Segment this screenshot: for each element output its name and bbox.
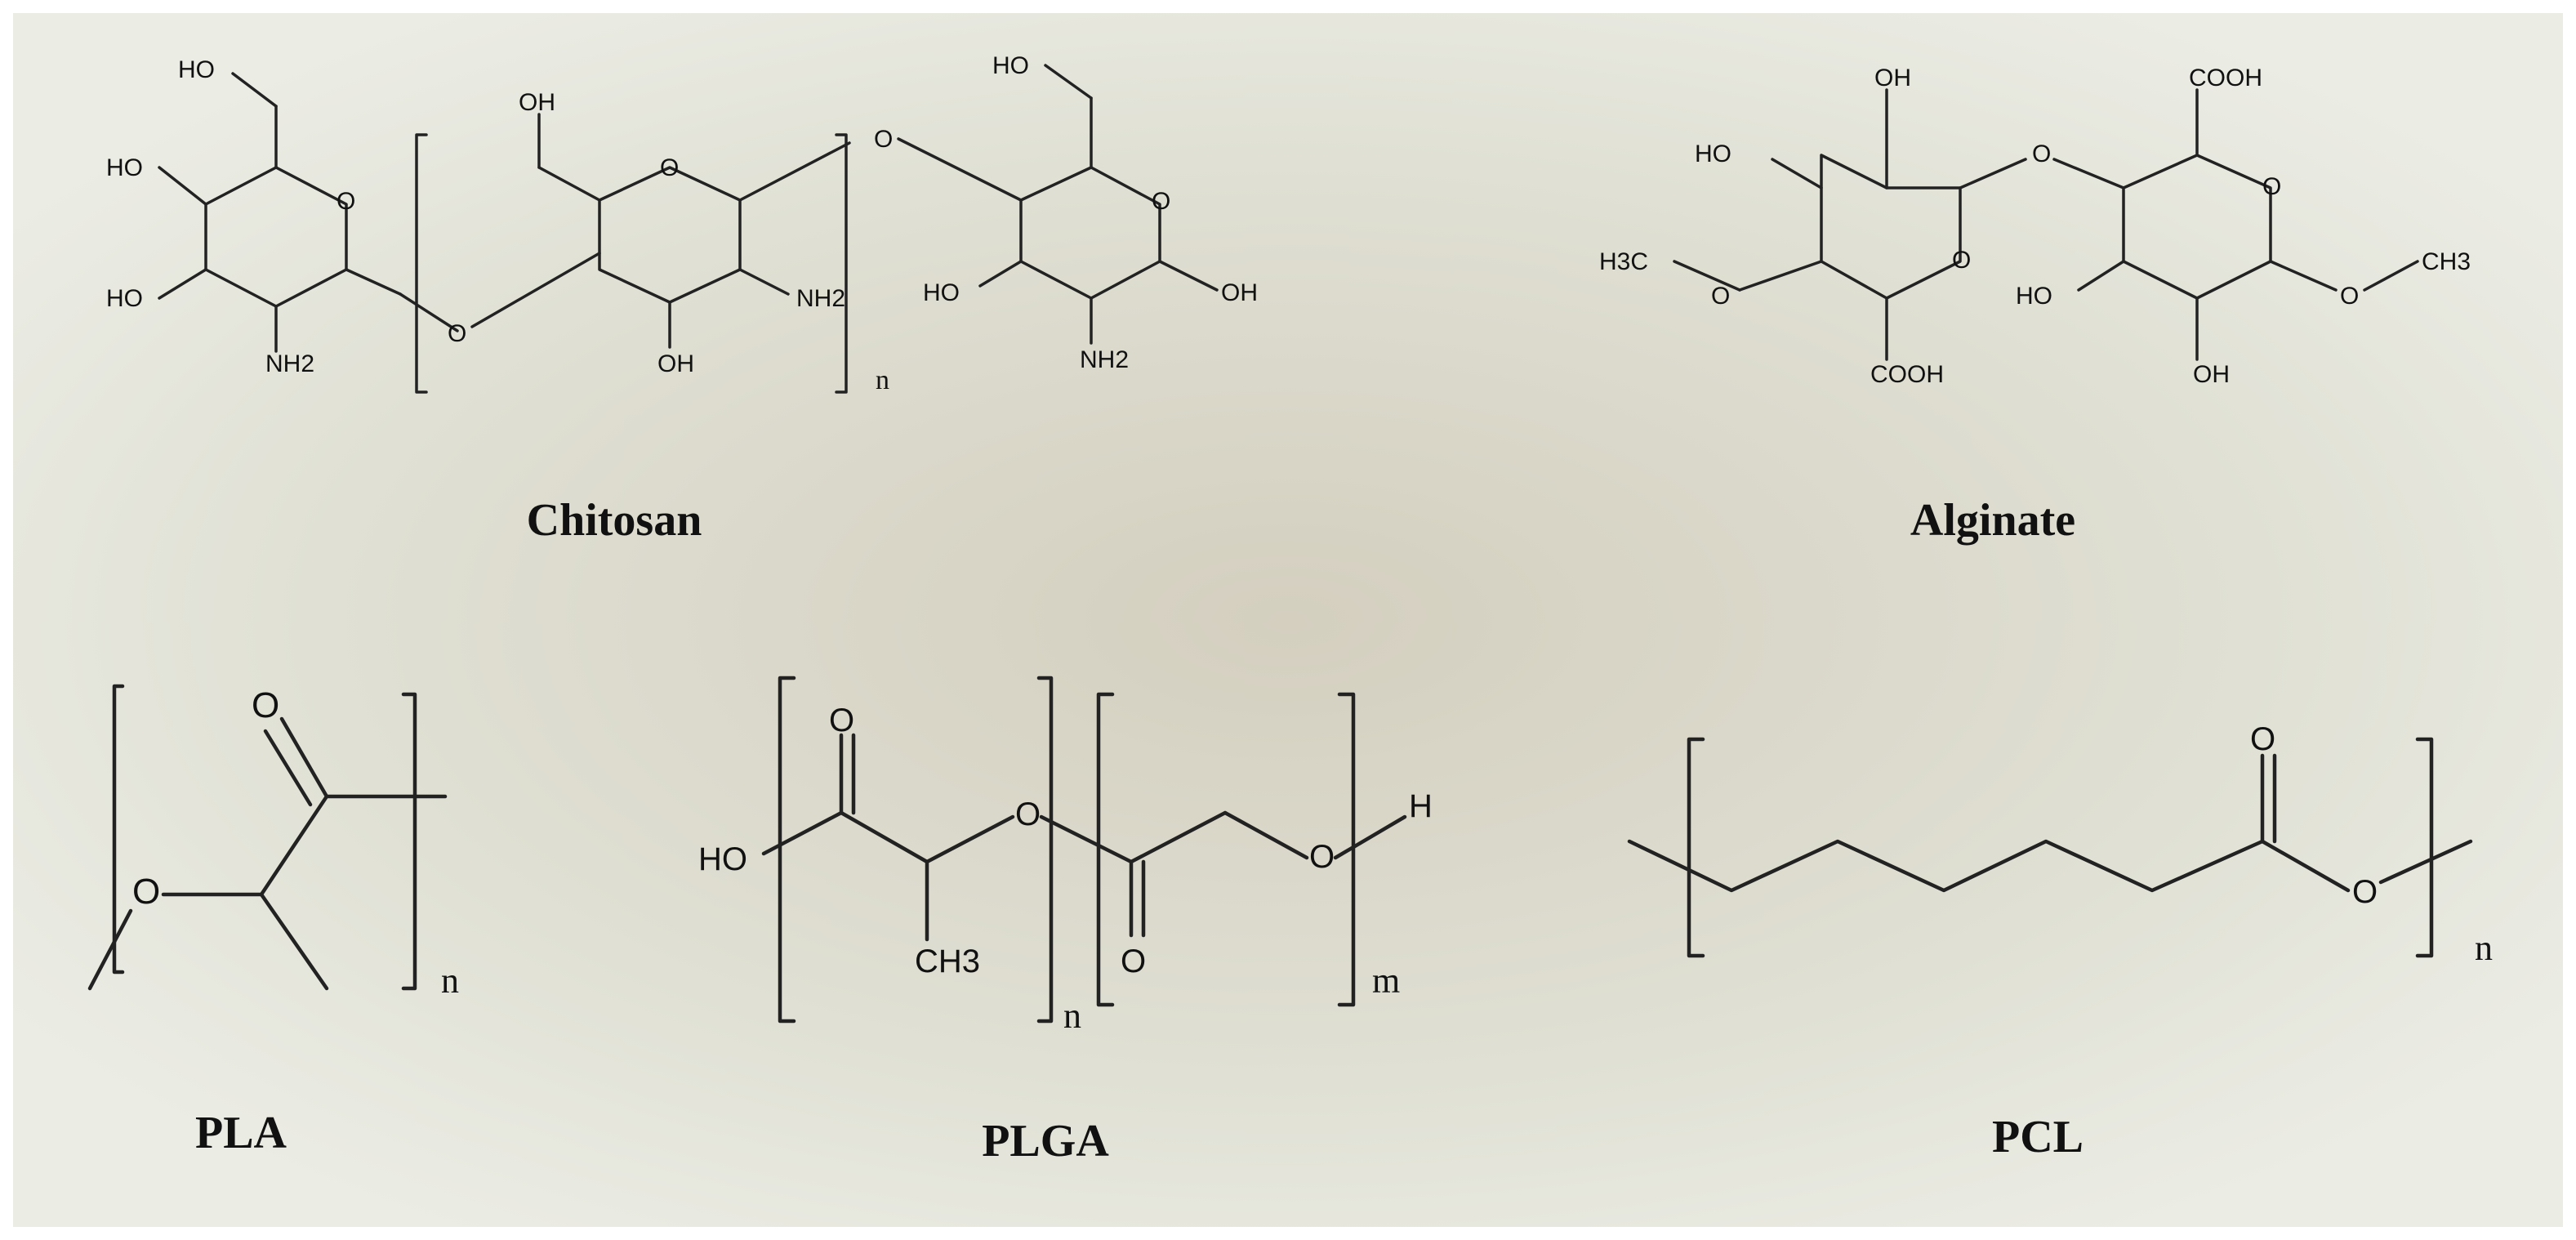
- plga-atom-O-carbonyl-1: O: [829, 703, 854, 738]
- plga-caption: PLGA: [982, 1116, 1109, 1166]
- alginate-atom-O-methoxy-right: O: [2340, 283, 2359, 310]
- chitosan-atom-HO-low: HO: [106, 285, 143, 312]
- alginate-caption: Alginate: [1910, 495, 2075, 546]
- plga-atom-O-ester-2: O: [1309, 839, 1335, 875]
- alginate-atom-COOH-bottom: COOH: [1870, 361, 1944, 388]
- chitosan-atom-NH2-mid: NH2: [796, 285, 845, 312]
- pla-repeat-n: n: [441, 961, 459, 1001]
- chitosan-atom-O-ring2: O: [660, 154, 679, 181]
- plga-atom-HO: HO: [698, 841, 747, 877]
- chitosan-atom-NH2-left: NH2: [265, 350, 314, 377]
- alginate-atom-O-ring-right: O: [2262, 173, 2281, 200]
- chitosan-atom-HO-right-low: HO: [923, 279, 960, 306]
- alginate-atom-HO-left: HO: [1695, 141, 1731, 167]
- pcl-caption: PCL: [1992, 1112, 2084, 1162]
- plga-repeat-n: n: [1063, 996, 1081, 1036]
- chitosan-atom-HO-right-top: HO: [992, 52, 1029, 79]
- alginate-atom-CH3: CH3: [2422, 248, 2471, 275]
- plga-atom-O-carbonyl-2: O: [1121, 943, 1146, 979]
- chitosan-atom-NH2-right: NH2: [1080, 346, 1129, 373]
- alginate-atom-OH-bottom: OH: [2193, 361, 2230, 388]
- pla-caption: PLA: [195, 1108, 287, 1158]
- alginate-atom-O-ring-left: O: [1952, 247, 1971, 274]
- pcl-atom-O-ester: O: [2352, 874, 2378, 910]
- alginate-structure: OH HO H3C O O COOH O COOH O HO OH O CH3 …: [1599, 65, 2471, 546]
- pcl-backbone: [1627, 839, 2351, 893]
- plga-atom-O-ester-1: O: [1015, 796, 1041, 832]
- chitosan-repeat-n: n: [876, 365, 889, 395]
- alginate-atom-HO-right: HO: [2016, 283, 2052, 310]
- chitosan-atom-OH-mid-top: OH: [519, 89, 555, 116]
- figure-background: [13, 13, 2563, 1227]
- alginate-atom-O-methoxy-left: O: [1711, 283, 1730, 310]
- chitosan-atom-O-link1: O: [448, 320, 466, 347]
- alginate-atom-OH-top-left: OH: [1874, 65, 1911, 91]
- chitosan-atom-HO-top: HO: [178, 56, 215, 83]
- pla-structure: O O n PLA: [87, 684, 459, 1158]
- plga-atom-H: H: [1409, 788, 1433, 824]
- alginate-atom-H3C: H3C: [1599, 248, 1648, 275]
- plga-atom-CH3: CH3: [915, 943, 980, 979]
- chitosan-atom-O-ring3: O: [1152, 188, 1170, 215]
- pla-atom-O-carbonyl: O: [252, 685, 279, 725]
- plga-structure: HO O O CH3 O O H n m PLGA: [698, 676, 1433, 1166]
- plga-repeat-m: m: [1372, 961, 1400, 1001]
- alginate-atom-COOH-top: COOH: [2189, 65, 2262, 91]
- chitosan-atom-HO-mid: HO: [106, 154, 143, 181]
- pcl-atom-O-carbonyl: O: [2250, 721, 2275, 757]
- chitosan-atom-O-link2: O: [874, 126, 893, 153]
- pla-atom-O-ester: O: [132, 872, 160, 912]
- alginate-atom-O-link: O: [2032, 141, 2051, 167]
- chitosan-atom-O-ring1: O: [336, 188, 355, 215]
- pcl-structure: O O n PCL: [1627, 721, 2493, 1162]
- chitosan-caption: Chitosan: [527, 495, 702, 546]
- chitosan-structure: HO HO HO O NH2 O OH O OH NH2 n O HO O OH: [106, 52, 1258, 546]
- chitosan-atom-OH-mid-bottom: OH: [657, 350, 694, 377]
- chitosan-atom-OH-right: OH: [1221, 279, 1258, 306]
- pcl-repeat-n: n: [2475, 928, 2493, 968]
